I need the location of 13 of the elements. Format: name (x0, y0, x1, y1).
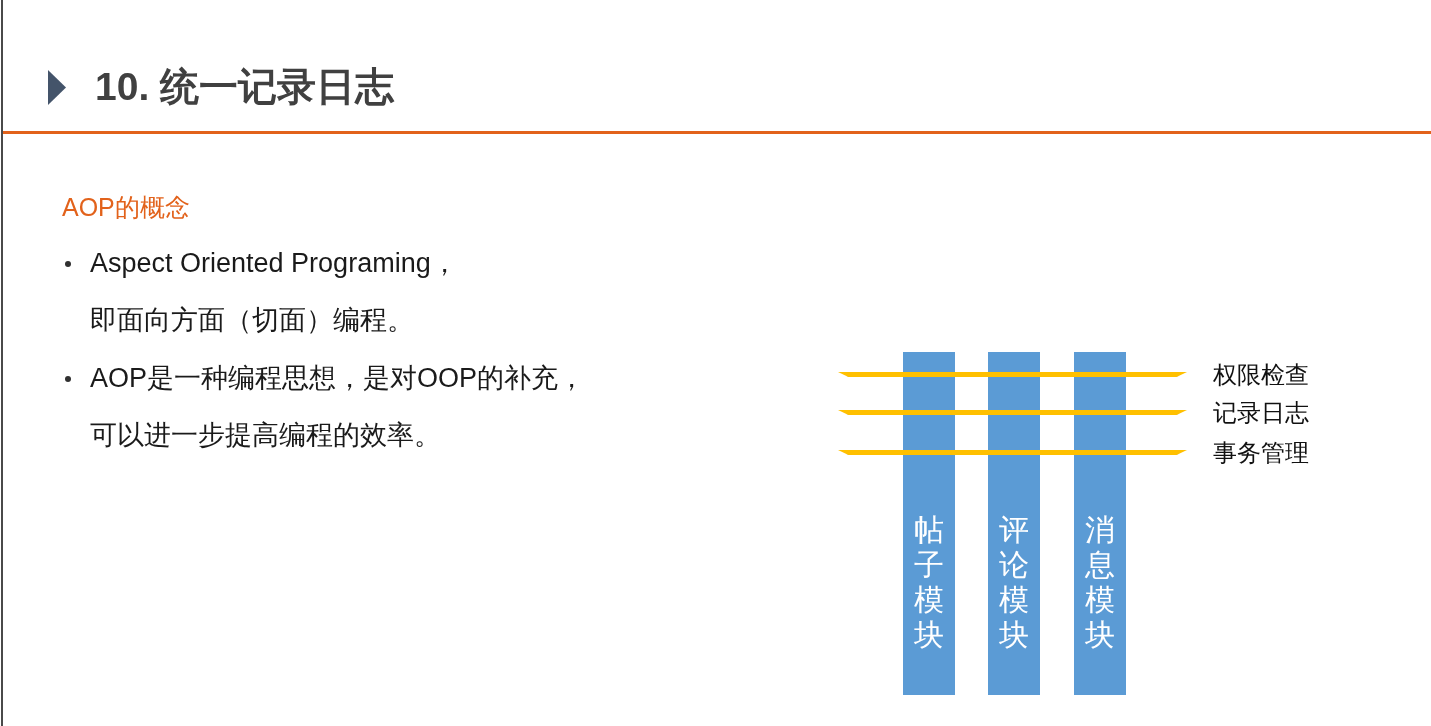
module-label: 评论模块 (999, 512, 1029, 652)
bullet-text: Aspect Oriented Programing，即面向方面（切面）编程。 (90, 247, 459, 337)
module-label: 帖子模块 (914, 512, 944, 652)
slide-title: 10. 统一记录日志 (95, 64, 395, 110)
module-bar (903, 352, 955, 695)
bullet-text: AOP是一种编程思想，是对OOP的补充，可以进一步提高编程的效率。 (90, 362, 587, 452)
section-heading: AOP的概念 (62, 192, 190, 223)
aspect-label: 事务管理 (1213, 438, 1309, 468)
module-bar (988, 352, 1040, 695)
module-label: 消息模块 (1085, 512, 1115, 652)
aspect-label: 记录日志 (1213, 398, 1309, 428)
module-bar (1074, 352, 1126, 695)
aspect-label: 权限检查 (1213, 360, 1309, 390)
